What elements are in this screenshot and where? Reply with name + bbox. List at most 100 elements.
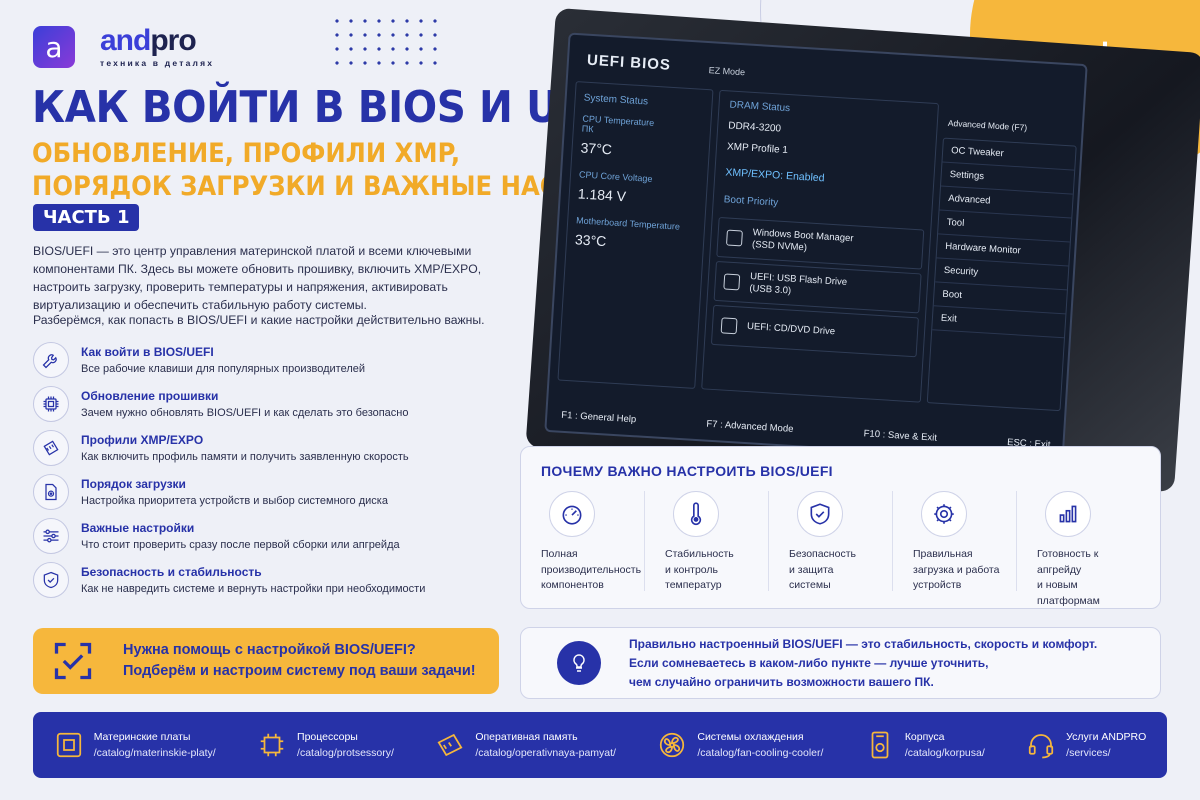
- bios-mode: EZ Mode: [708, 65, 746, 78]
- catalog-link-cooling[interactable]: Системы охлаждения/catalog/fan-cooling-c…: [657, 730, 823, 760]
- brand-logo[interactable]: a: [33, 26, 75, 68]
- help-line-2: Подберём и настроим систему под ваши зад…: [123, 663, 476, 679]
- dram-label: DRAM Status: [729, 99, 791, 115]
- disk-icon: [725, 229, 743, 247]
- page-title: КАК ВОЙТИ В BIOS И UEFI:: [32, 82, 644, 133]
- shield-check-icon: [797, 491, 843, 537]
- help-banner[interactable]: Нужна помощь с настройкой BIOS/UEFI? Под…: [33, 628, 499, 694]
- catalog-url: /catalog/fan-cooling-cooler/: [697, 747, 824, 759]
- help-text: Нужна помощь с настройкой BIOS/UEFI? Под…: [123, 640, 476, 682]
- boot-item-name: UEFI: CD/DVD Drive: [746, 320, 836, 338]
- checklist-icon: [54, 642, 92, 680]
- footer-help[interactable]: F1 : General Help: [560, 409, 637, 426]
- catalog-link-services[interactable]: Услуги ANDPRO/services/: [1026, 730, 1146, 760]
- catalog-url: /catalog/operativnaya-pamyat/: [475, 747, 616, 759]
- bios-dram-boot: DRAM Status DDR4-3200 XMP Profile 1 XMP/…: [701, 89, 940, 403]
- catalog-url: /services/: [1066, 747, 1111, 759]
- catalog-name: Процессоры: [297, 731, 358, 743]
- gear-icon: [921, 491, 967, 537]
- thermometer-icon: [673, 491, 719, 537]
- cpu-volt-value: 1.184 V: [577, 185, 627, 205]
- feature-desc: Что стоит проверить сразу после первой с…: [81, 539, 400, 551]
- feature-title: Профили XMP/EXPO: [81, 433, 204, 447]
- catalog-bar: Материнские платы/catalog/materinskie-pl…: [33, 712, 1167, 778]
- case-icon: [871, 731, 889, 759]
- catalog-url: /catalog/korpusa/: [904, 747, 985, 759]
- note-line-2: Если сомневаетесь в каком-либо пункте — …: [629, 655, 989, 670]
- catalog-link-ram[interactable]: Оперативная память/catalog/operativnaya-…: [435, 730, 616, 760]
- cpu-volt-label: CPU Core Voltage: [578, 169, 653, 184]
- drive-icon: [33, 474, 69, 510]
- note-line-1: Правильно настроенный BIOS/UEFI — это ст…: [629, 636, 1098, 651]
- why-title: ПОЧЕМУ ВАЖНО НАСТРОИТЬ BIOS/UEFI: [541, 463, 833, 479]
- feature-desc: Зачем нужно обновлять BIOS/UEFI и как сд…: [81, 407, 409, 419]
- mb-temp-value: 33°C: [574, 231, 607, 250]
- xmp-status: XMP/EXPO: Enabled: [725, 166, 825, 185]
- feature-desc: Как не навредить системе и вернуть настр…: [81, 583, 426, 595]
- subtitle-line-1: ОБНОВЛЕНИЕ, ПРОФИЛИ XMP,: [32, 138, 461, 169]
- intro-paragraph-2: Разберёмся, как попасть в BIOS/UEFI и ка…: [33, 313, 485, 327]
- footer-advanced[interactable]: F7 : Advanced Mode: [706, 418, 794, 435]
- bios-menu: OC Tweaker Settings Advanced Tool Hardwa…: [926, 137, 1077, 412]
- wrench-icon: [33, 342, 69, 378]
- brand-name: andpro: [100, 26, 214, 56]
- feature-title: Порядок загрузки: [81, 477, 186, 491]
- motherboard-icon: [56, 732, 81, 758]
- advanced-mode-label[interactable]: Advanced Mode (F7): [947, 117, 1028, 133]
- sliders-icon: [33, 518, 69, 554]
- catalog-name: Материнские платы: [93, 731, 191, 743]
- feature-title: Безопасность и стабильность: [81, 565, 262, 579]
- catalog-link-cases[interactable]: Корпуса/catalog/korpusa/: [865, 730, 985, 760]
- boot-priority-label: Boot Priority: [723, 194, 779, 209]
- bar-chart-icon: [1045, 491, 1091, 537]
- catalog-name: Системы охлаждения: [697, 731, 804, 743]
- feature-title: Обновление прошивки: [81, 389, 219, 403]
- boot-item[interactable]: UEFI: CD/DVD Drive: [710, 304, 919, 358]
- logo-letter: a: [45, 30, 63, 64]
- boot-item[interactable]: Windows Boot Manager(SSD NVMe): [716, 217, 925, 270]
- bios-system-status: System Status CPU Temperature ПК 37°C CP…: [557, 81, 714, 389]
- catalog-link-cpu[interactable]: Процессоры/catalog/protsessory/: [257, 730, 394, 760]
- note-card: Правильно настроенный BIOS/UEFI — это ст…: [520, 627, 1161, 699]
- feature-desc: Все рабочие клавиши для популярных произ…: [81, 363, 366, 375]
- lightbulb-icon: [557, 641, 601, 685]
- fan-icon: [660, 732, 685, 758]
- catalog-name: Корпуса: [904, 731, 945, 743]
- footer-save-exit[interactable]: F10 : Save & Exit: [863, 428, 938, 444]
- xmp-profile: XMP Profile 1: [726, 141, 789, 157]
- catalog-name: Оперативная память: [475, 731, 578, 743]
- boot-item[interactable]: UEFI: USB Flash Drive(USB 3.0): [713, 260, 922, 314]
- brand-name-part1: and: [100, 24, 151, 57]
- feature-title: Важные настройки: [81, 521, 195, 535]
- bios-title: UEFI BIOS: [586, 51, 672, 74]
- brand-name-part2: pro: [150, 24, 196, 57]
- catalog-name: Услуги ANDPRO: [1066, 731, 1147, 743]
- brand[interactable]: andpro техника в деталях: [100, 26, 214, 69]
- catalog-url: /catalog/protsessory/: [297, 747, 394, 759]
- headset-icon: [1029, 734, 1054, 759]
- catalog-url: /catalog/materinskie-platy/: [93, 747, 216, 759]
- speedometer-icon: [549, 491, 595, 537]
- catalog-link-motherboards[interactable]: Материнские платы/catalog/materinskie-pl…: [54, 730, 216, 760]
- chip-icon: [33, 386, 69, 422]
- feature-item[interactable]: Профили XMP/EXPO Как включить профиль пам…: [33, 430, 503, 474]
- feature-desc: Как включить профиль памяти и получить з…: [81, 451, 409, 463]
- usb-icon: [723, 273, 741, 291]
- ram-icon: [437, 733, 463, 757]
